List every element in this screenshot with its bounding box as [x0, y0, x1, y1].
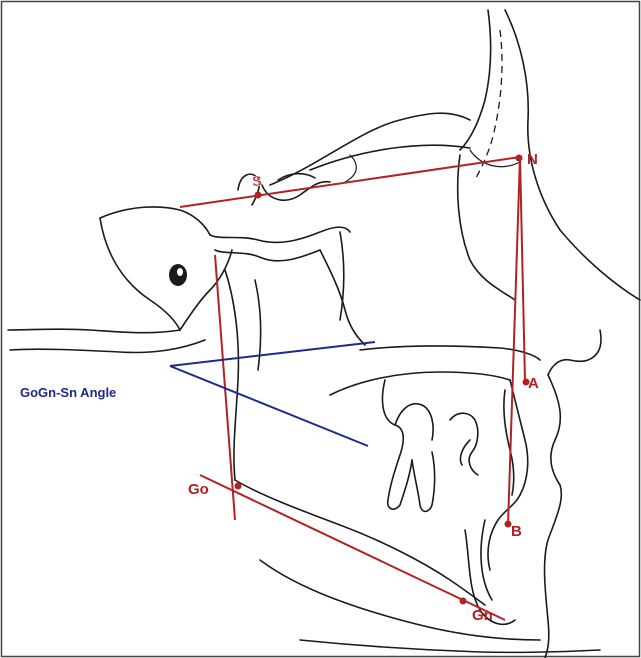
- ear-canal: [169, 264, 187, 286]
- label-s: S: [252, 173, 262, 190]
- point-s: [255, 192, 262, 199]
- reference-lines: [180, 157, 525, 620]
- label-n: N: [527, 151, 538, 168]
- point-go: [235, 483, 242, 490]
- landmark-points: [235, 155, 530, 605]
- angle-arm-upper: [170, 342, 375, 366]
- angle-label: GoGn-Sn Angle: [20, 385, 116, 400]
- skull-outline: [8, 10, 640, 658]
- point-gn: [460, 598, 467, 605]
- label-go: Go: [188, 481, 209, 498]
- na-line: [520, 157, 525, 382]
- point-n: [516, 155, 523, 162]
- label-b: B: [511, 523, 522, 540]
- angle-arm-lower: [170, 366, 368, 446]
- gogn-line: [200, 475, 505, 620]
- gogn-sn-angle: [170, 342, 375, 446]
- label-gn: Gn: [472, 607, 493, 624]
- label-a: A: [528, 375, 539, 392]
- sn-line: [180, 157, 520, 207]
